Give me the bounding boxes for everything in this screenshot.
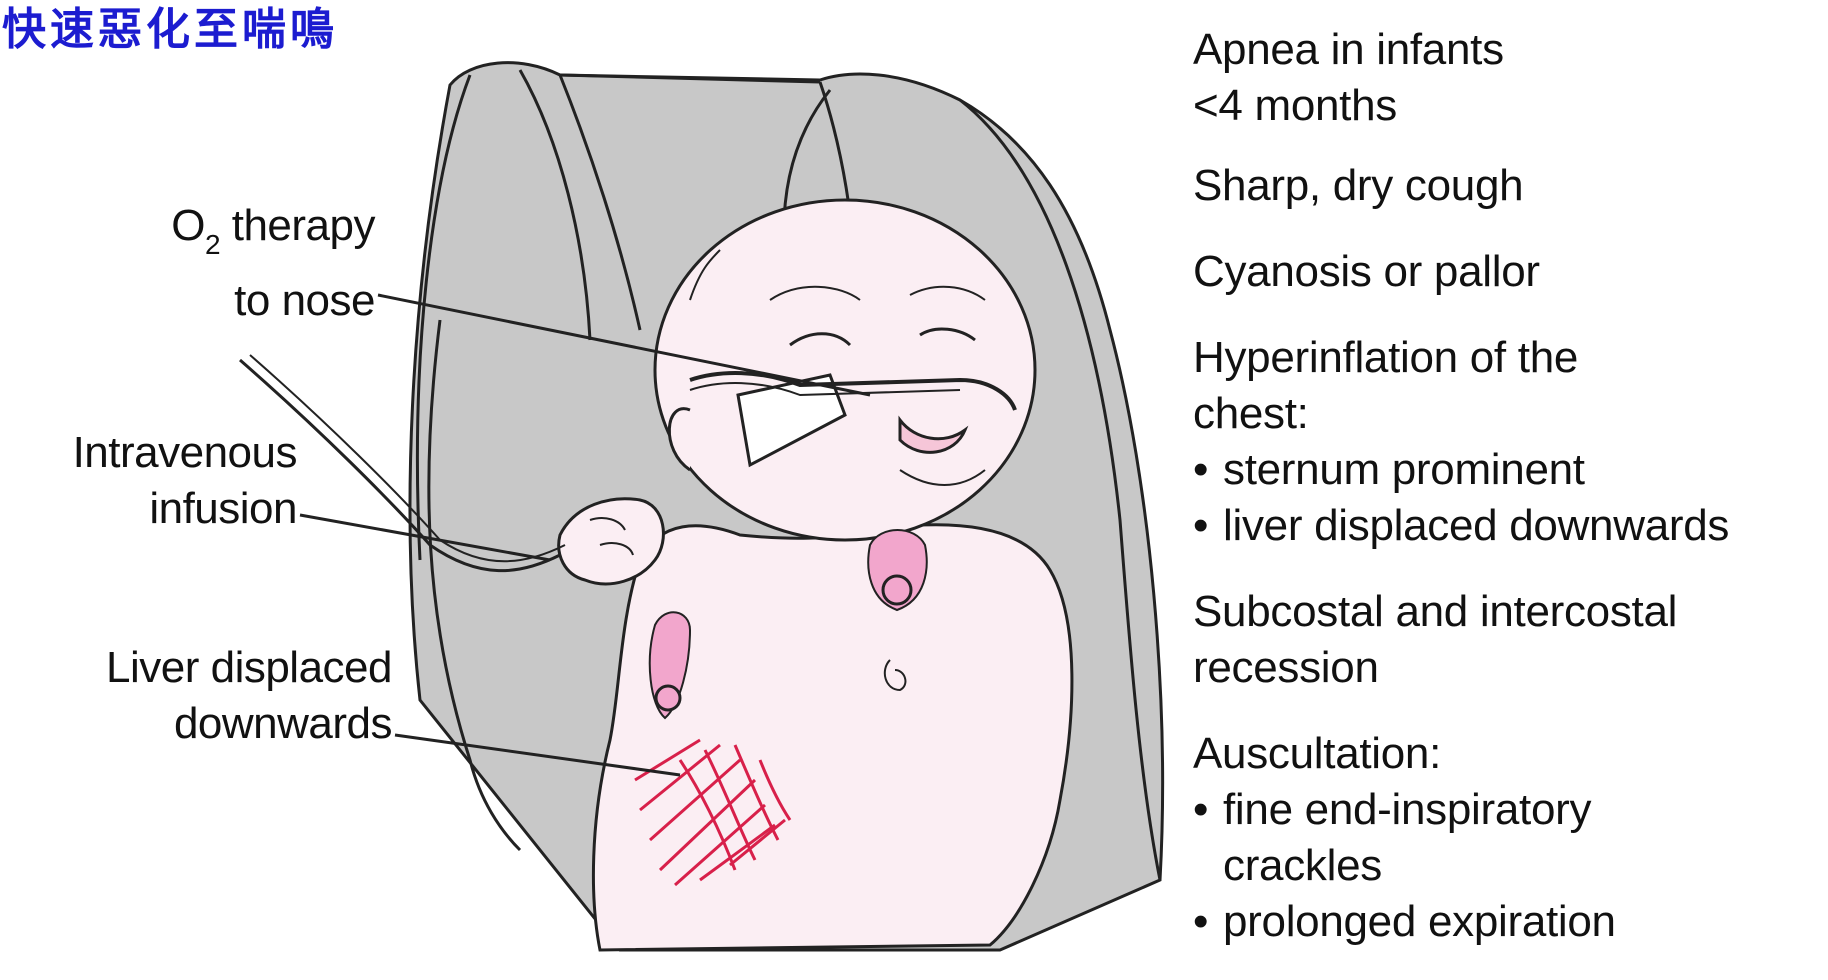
sign-cough-text: Sharp, dry cough (1193, 158, 1813, 214)
ecg-pad-top-ring (883, 576, 911, 604)
diagram-stage: 快速惡化至喘鳴 O2 therapy to nose Intravenous i… (0, 0, 1828, 956)
label-iv-infusion: Intravenous infusion (20, 425, 297, 537)
sign-cough: Sharp, dry cough (1193, 158, 1813, 214)
sign-ausc-bullet2: •prolonged expiration (1193, 894, 1813, 950)
label-o2-therapy: O2 therapy to nose (100, 198, 375, 329)
infant-head (655, 200, 1035, 540)
label-liver-line2: downwards (20, 696, 392, 752)
sign-cyanosis-text: Cyanosis or pallor (1193, 244, 1813, 300)
sign-hyper-line2: chest: (1193, 386, 1813, 442)
sign-apnea: Apnea in infants <4 months (1193, 22, 1813, 134)
sign-hyper-bullet1: •sternum prominent (1193, 442, 1813, 498)
sign-auscultation: Auscultation: •fine end-inspiratory crac… (1193, 726, 1813, 950)
label-iv-line2: infusion (20, 481, 297, 537)
infant-body (593, 525, 1071, 950)
title-cjk: 快速惡化至喘鳴 (2, 8, 338, 52)
sign-recession: Subcostal and intercostal recession (1193, 584, 1813, 696)
signs-list: Apnea in infants <4 months Sharp, dry co… (1193, 22, 1813, 980)
label-liver: Liver displaced downwards (20, 640, 392, 752)
sign-hyperinflation: Hyperinflation of the chest: •sternum pr… (1193, 330, 1813, 554)
label-liver-line1: Liver displaced (20, 640, 392, 696)
sign-hyper-bullet2: •liver displaced downwards (1193, 498, 1813, 554)
label-o2-line2: to nose (100, 273, 375, 329)
sign-recession-line1: Subcostal and intercostal (1193, 584, 1813, 640)
sign-ausc-bullet1: •fine end-inspiratory (1193, 782, 1813, 838)
sign-apnea-line2: <4 months (1193, 78, 1813, 134)
sign-cyanosis: Cyanosis or pallor (1193, 244, 1813, 300)
label-o2-line1: O2 therapy (100, 198, 375, 273)
sign-apnea-line1: Apnea in infants (1193, 22, 1813, 78)
label-iv-line1: Intravenous (20, 425, 297, 481)
ecg-pad-left-ring (656, 686, 680, 710)
sign-ausc-line1: Auscultation: (1193, 726, 1813, 782)
sign-recession-line2: recession (1193, 640, 1813, 696)
sign-ausc-bullet1-cont: crackles (1193, 838, 1813, 894)
sign-hyper-line1: Hyperinflation of the (1193, 330, 1813, 386)
